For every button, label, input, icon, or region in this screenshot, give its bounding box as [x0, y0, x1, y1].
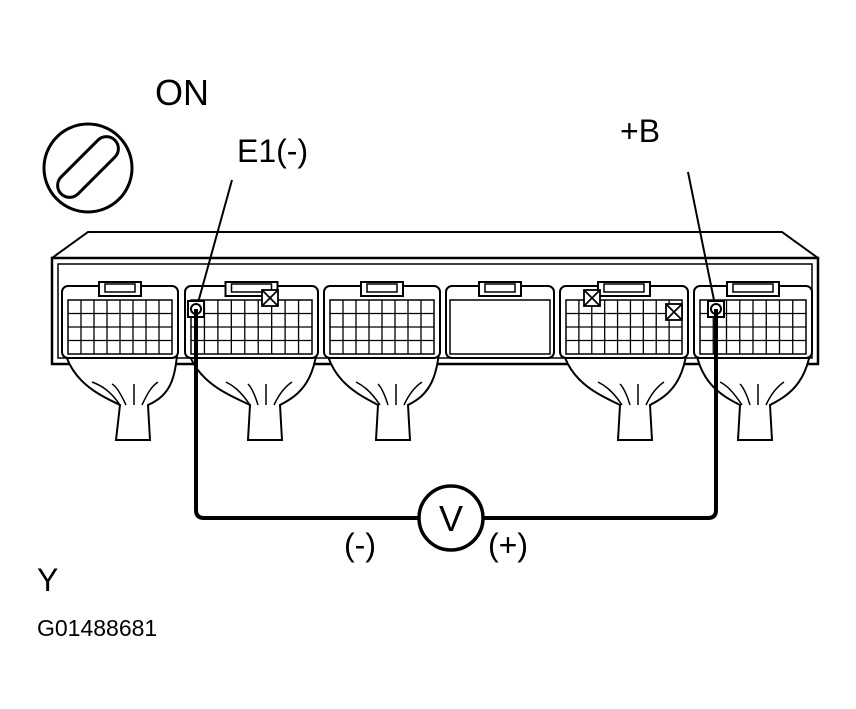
connector-block — [61, 281, 179, 359]
ecu-connectors — [61, 281, 813, 359]
unused-pin-mark — [261, 289, 279, 307]
e1-terminal-label: E1(-) — [237, 133, 308, 169]
unused-pin-mark — [665, 303, 683, 321]
positive-test-lead — [484, 309, 718, 520]
connector-block — [559, 281, 689, 359]
voltmeter-icon: V — [417, 484, 485, 552]
probe-pointer-lines — [195, 171, 717, 311]
view-marker-label: Y — [37, 562, 58, 598]
ignition-switch-icon — [42, 122, 134, 214]
negative-probe-label: (-) — [344, 527, 376, 563]
voltmeter-label: V — [439, 498, 463, 539]
connector-block — [184, 281, 319, 359]
connector-block — [445, 281, 555, 359]
figure-code-label: G01488681 — [37, 615, 157, 641]
positive-probe-label: (+) — [488, 527, 528, 563]
wire-strands — [91, 381, 785, 406]
connector-block — [323, 281, 441, 359]
negative-test-lead — [194, 309, 418, 520]
plus-b-terminal-label: +B — [620, 113, 660, 149]
ignition-on-label: ON — [155, 72, 209, 113]
unused-pin-mark — [583, 289, 601, 307]
